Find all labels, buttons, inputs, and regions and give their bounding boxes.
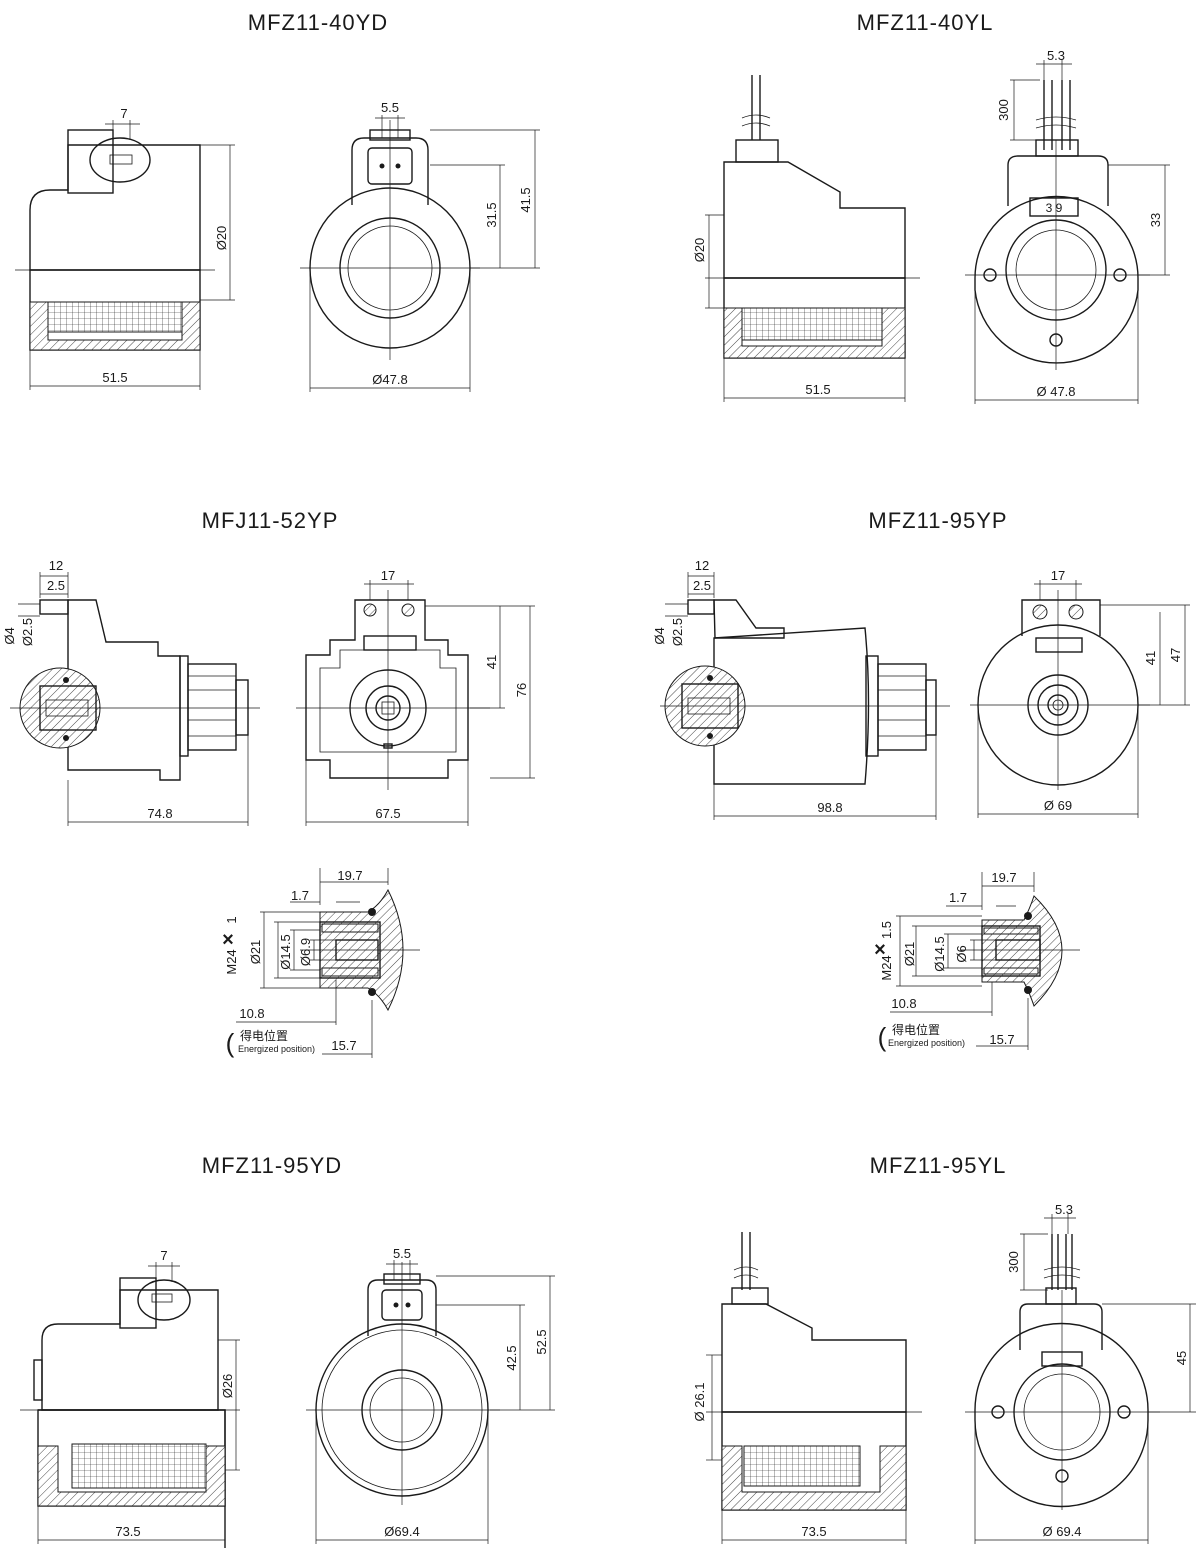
dim-95yl-phi26-1: Ø 26.1 <box>692 1382 707 1421</box>
title-mfj11-52yp: MFJ11-52YP <box>202 508 339 533</box>
dim-95yl-5-3: 5.3 <box>1055 1202 1073 1217</box>
dim-95yp-41: 41 <box>1143 651 1158 665</box>
dim-95yp-98-8: 98.8 <box>817 800 842 815</box>
dim-52yp-67-5: 67.5 <box>375 806 400 821</box>
view-95yl-side: Ø 26.1 73.5 <box>692 1232 922 1544</box>
note-detail-left-cn: 得电位置 <box>240 1028 288 1043</box>
title-mfz11-95yp: MFZ11-95YP <box>868 508 1007 533</box>
dim-detail-left-phi21: Ø21 <box>248 940 263 965</box>
dim-40yl-33: 33 <box>1148 213 1163 227</box>
title-mfz11-95yl: MFZ11-95YL <box>870 1153 1007 1178</box>
dim-detail-left-1-7: 1.7 <box>291 888 309 903</box>
title-mfz11-95yd: MFZ11-95YD <box>202 1153 342 1178</box>
dim-detail-right-1-7: 1.7 <box>949 890 967 905</box>
dim-40yl-phi47-8: Ø 47.8 <box>1036 384 1075 399</box>
dim-95yd-phi69-4: Ø69.4 <box>384 1524 419 1539</box>
dim-52yp-76: 76 <box>514 683 529 697</box>
paren-detail-right: ( <box>878 1022 887 1052</box>
dim-52yp-phi4: Ø4 <box>2 627 17 644</box>
dim-95yp-2-5: 2.5 <box>693 578 711 593</box>
dim-40yl-phi20: Ø20 <box>692 238 707 263</box>
dim-95yp-phi4: Ø4 <box>652 627 667 644</box>
dim-95yp-47: 47 <box>1168 648 1183 662</box>
dim-detail-left-phi14-5: Ø14.5 <box>278 934 293 969</box>
dim-40yl-300: 300 <box>996 99 1011 121</box>
dim-95yp-phi69: Ø 69 <box>1044 798 1072 813</box>
dim-52yp-2-5: 2.5 <box>47 578 65 593</box>
title-mfz11-40yd: MFZ11-40YD <box>248 10 388 35</box>
dim-detail-left-m24: M24 <box>224 949 239 974</box>
dim-detail-left-pitch: 1 <box>224 916 239 923</box>
dim-52yp-74-8: 74.8 <box>147 806 172 821</box>
dim-52yp-12: 12 <box>49 558 63 573</box>
dim-40yl-51-5: 51.5 <box>805 382 830 397</box>
note-detail-right-cn: 得电位置 <box>892 1022 940 1037</box>
dim-detail-right-15-7: 15.7 <box>989 1032 1014 1047</box>
dim-95yd-52-5: 52.5 <box>534 1329 549 1354</box>
dim-detail-right-phi14-5: Ø14.5 <box>932 936 947 971</box>
dim-detail-right-times: × <box>874 939 886 961</box>
dim-52yp-17: 17 <box>381 568 395 583</box>
view-detail-left: 19.7 1.7 M24 × 1 Ø21 Ø14.5 Ø6.9 10.8 ( 得… <box>222 868 420 1058</box>
view-95yp-front: 17 41 47 Ø 69 <box>970 568 1190 818</box>
dim-95yl-phi69-4: Ø 69.4 <box>1042 1524 1081 1539</box>
dim-52yp-phi2-5: Ø2.5 <box>20 618 35 646</box>
dim-40yl-5-3: 5.3 <box>1047 48 1065 63</box>
note-detail-left-en: Energized position) <box>238 1044 315 1054</box>
dim-95yd-5-5: 5.5 <box>393 1246 411 1261</box>
dim-detail-left-10-8: 10.8 <box>239 1006 264 1021</box>
dim-detail-right-phi6: Ø6 <box>954 945 969 962</box>
dim-detail-left-19-7: 19.7 <box>337 868 362 883</box>
dim-95yd-phi26: Ø26 <box>220 1374 235 1399</box>
view-40yd-side: 7 Ø20 51.5 <box>15 106 235 390</box>
dim-detail-right-m24: M24 <box>879 955 894 980</box>
view-40yd-front: 5.5 31.5 41.5 Ø47.8 <box>300 100 540 392</box>
title-mfz11-40yl: MFZ11-40YL <box>857 10 994 35</box>
dim-95yl-45: 45 <box>1174 1351 1189 1365</box>
dim-95yl-300: 300 <box>1006 1251 1021 1273</box>
label-40yl-plate: 3 9 <box>1046 201 1063 215</box>
dim-40yd-phi47-8: Ø47.8 <box>372 372 407 387</box>
view-40yl-front: 3 9 5.3 300 33 Ø 47.8 <box>965 48 1170 404</box>
dim-40yd-7: 7 <box>120 106 127 121</box>
dim-40yd-31-5: 31.5 <box>484 202 499 227</box>
view-95yd-front: 5.5 42.5 52.5 Ø69.4 <box>306 1246 555 1544</box>
view-52yp-side: 12 2.5 Ø4 Ø2.5 74.8 <box>2 558 260 826</box>
dim-detail-right-10-8: 10.8 <box>891 996 916 1011</box>
note-detail-right-en: Energized position) <box>888 1038 965 1048</box>
view-95yl-front: 5.3 300 45 Ø 69.4 <box>965 1202 1196 1544</box>
dim-40yd-5-5: 5.5 <box>381 100 399 115</box>
dim-95yp-phi2-5: Ø2.5 <box>670 618 685 646</box>
dim-95yp-12: 12 <box>695 558 709 573</box>
dim-52yp-41: 41 <box>484 655 499 669</box>
view-40yl-side: Ø20 51.5 <box>692 75 920 402</box>
view-95yp-side: 12 2.5 Ø4 Ø2.5 98.8 <box>652 558 950 820</box>
dim-40yd-51-5: 51.5 <box>102 370 127 385</box>
view-detail-right: 19.7 1.7 M24 × 1.5 Ø21 Ø14.5 Ø6 10.8 ( 得… <box>874 870 1080 1052</box>
dim-detail-left-15-7: 15.7 <box>331 1038 356 1053</box>
dim-40yd-41-5: 41.5 <box>518 187 533 212</box>
dim-detail-right-19-7: 19.7 <box>991 870 1016 885</box>
dim-40yd-phi20: Ø20 <box>214 226 229 251</box>
dim-detail-right-pitch: 1.5 <box>879 921 894 939</box>
dim-95yd-7: 7 <box>160 1248 167 1263</box>
paren-detail-left: ( <box>226 1028 235 1058</box>
dim-95yd-73-5: 73.5 <box>115 1524 140 1539</box>
dim-95yp-17: 17 <box>1051 568 1065 583</box>
view-95yd-side: 7 Ø26 73.5 <box>20 1248 240 1548</box>
dim-detail-left-phi6-9: Ø6.9 <box>298 938 313 966</box>
dim-detail-left-times: × <box>222 929 234 951</box>
dim-95yl-73-5: 73.5 <box>801 1524 826 1539</box>
dim-detail-right-phi21: Ø21 <box>902 942 917 967</box>
dim-95yd-42-5: 42.5 <box>504 1345 519 1370</box>
view-52yp-front: 17 41 76 67.5 <box>296 568 535 826</box>
